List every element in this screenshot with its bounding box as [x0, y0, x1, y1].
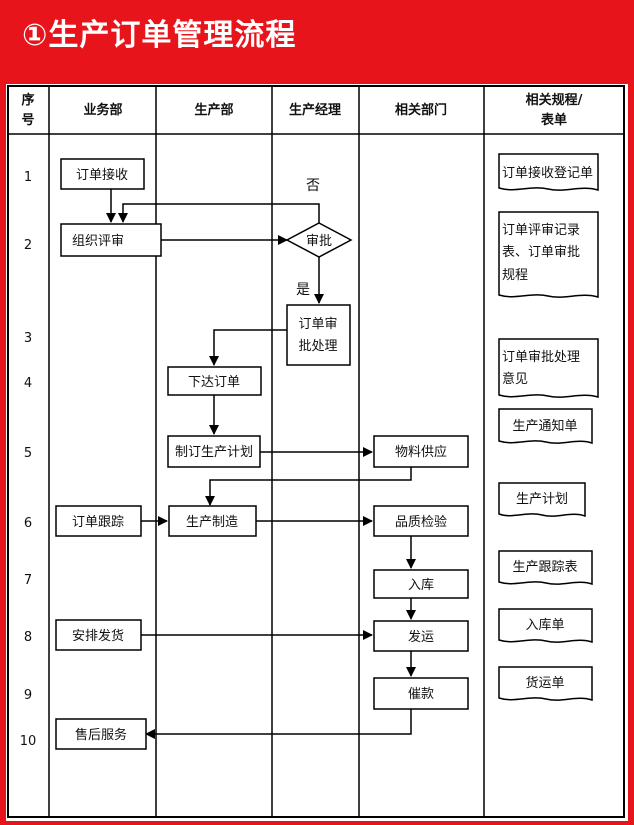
arrow-material-to-production — [205, 467, 412, 506]
doc-label: 生产跟踪表 — [512, 560, 577, 575]
doc-approval-opinion: 订单审批处理 意见 — [498, 338, 599, 398]
step-label: 发运 — [408, 629, 434, 645]
decision-yes-label: 是 — [296, 282, 310, 298]
doc-label-line1: 订单审批处理 — [502, 350, 580, 365]
step-after-sales: 售后服务 — [55, 718, 147, 750]
process-steps: 订单接收 组织评审 审批 订单审 批处理 下达订单 制订生产计划 物料供应 — [55, 158, 469, 750]
row-number: 1 — [24, 170, 32, 185]
header-seq-line1: 序 — [21, 92, 34, 108]
header-forms-line2: 表单 — [540, 112, 567, 128]
step-order-tracking: 订单跟踪 — [55, 505, 142, 537]
doc-production-plan: 生产计划 — [498, 482, 586, 518]
header-related: 相关部门 — [395, 102, 447, 118]
column-headers: 序 号 业务部 生产部 生产经理 相关部门 相关规程/ 表单 — [21, 92, 582, 128]
doc-shipping-slip: 货运单 — [498, 666, 593, 702]
row-number: 5 — [24, 446, 32, 461]
doc-label: 订单接收登记单 — [502, 165, 593, 181]
row-numbers: 1 2 3 4 5 6 7 8 9 10 — [20, 170, 37, 749]
doc-label: 生产计划 — [516, 492, 568, 507]
step-quality-check: 品质检验 — [373, 505, 469, 537]
step-approval-processing: 订单审 批处理 — [286, 304, 351, 366]
step-label: 售后服务 — [75, 727, 127, 743]
doc-label: 货运单 — [525, 675, 564, 691]
step-label: 下达订单 — [188, 375, 240, 390]
step-label: 安排发货 — [72, 628, 124, 644]
row-number: 9 — [24, 688, 32, 703]
doc-tracking-table: 生产跟踪表 — [498, 550, 593, 586]
step-label-line2: 批处理 — [298, 339, 337, 354]
step-label: 品质检验 — [395, 514, 447, 530]
doc-label-line2: 意见 — [502, 371, 528, 387]
step-order-receive: 订单接收 — [60, 158, 145, 190]
header-seq-line2: 号 — [21, 113, 34, 128]
header-forms-line1: 相关规程/ — [526, 92, 583, 108]
header-manager: 生产经理 — [289, 102, 341, 118]
doc-label: 生产通知单 — [512, 418, 577, 434]
decision-review-approve: 审批 — [285, 222, 353, 258]
step-production: 生产制造 — [168, 505, 257, 537]
doc-label-line2: 表、订单审批 — [502, 245, 580, 260]
row-number: 7 — [24, 573, 32, 588]
step-label: 入库 — [408, 577, 434, 593]
step-label-line1: 订单审 — [298, 317, 337, 332]
doc-label-line1: 订单评审记录 — [502, 223, 580, 238]
decision-label: 审批 — [306, 234, 332, 249]
step-collect-payment: 催款 — [373, 677, 469, 710]
doc-label-line3: 规程 — [502, 268, 528, 283]
step-material-supply: 物料供应 — [373, 435, 469, 468]
step-label: 订单接收 — [76, 167, 128, 183]
doc-label: 入库单 — [525, 617, 564, 633]
row-number: 6 — [24, 516, 32, 531]
header-business: 业务部 — [83, 102, 122, 118]
step-label: 组织评审 — [72, 234, 124, 249]
swimlane-grid — [7, 85, 625, 818]
doc-review-record: 订单评审记录 表、订单审批 规程 — [498, 211, 599, 298]
step-shipping: 发运 — [373, 620, 469, 652]
row-number: 8 — [24, 630, 32, 645]
doc-warehouse-slip: 入库单 — [498, 608, 593, 644]
form-documents: 订单接收登记单 订单评审记录 表、订单审批 规程 订单审批处理 意见 生产通知单… — [498, 153, 599, 702]
flowchart-panel: 序 号 业务部 生产部 生产经理 相关部门 相关规程/ 表单 1 2 3 4 5… — [6, 84, 628, 821]
step-warehousing: 入库 — [373, 569, 469, 599]
doc-order-register: 订单接收登记单 — [498, 153, 599, 191]
row-number: 2 — [24, 238, 32, 253]
connectors — [106, 189, 416, 739]
step-label: 物料供应 — [395, 444, 447, 460]
step-label: 生产制造 — [186, 515, 238, 530]
row-number: 10 — [20, 734, 37, 749]
step-arrange-shipping: 安排发货 — [55, 619, 142, 651]
row-number: 3 — [24, 331, 32, 346]
step-issue-order: 下达订单 — [167, 366, 262, 396]
arrow-processing-to-issue — [209, 329, 319, 366]
step-label: 制订生产计划 — [175, 445, 253, 460]
step-organize-review: 组织评审 — [60, 223, 162, 257]
decision-no-label: 否 — [306, 178, 320, 194]
doc-production-notice: 生产通知单 — [498, 408, 593, 445]
flowchart: 序 号 业务部 生产部 生产经理 相关部门 相关规程/ 表单 1 2 3 4 5… — [7, 85, 625, 818]
step-label: 催款 — [408, 687, 434, 702]
step-label: 订单跟踪 — [72, 515, 124, 530]
arrow-payment-to-aftersales — [145, 709, 412, 739]
page-title: ①生产订单管理流程 — [22, 18, 297, 53]
arrow-reject-loop — [118, 203, 320, 223]
header-production: 生产部 — [194, 102, 233, 118]
row-number: 4 — [24, 376, 32, 391]
step-make-plan: 制订生产计划 — [167, 435, 261, 468]
